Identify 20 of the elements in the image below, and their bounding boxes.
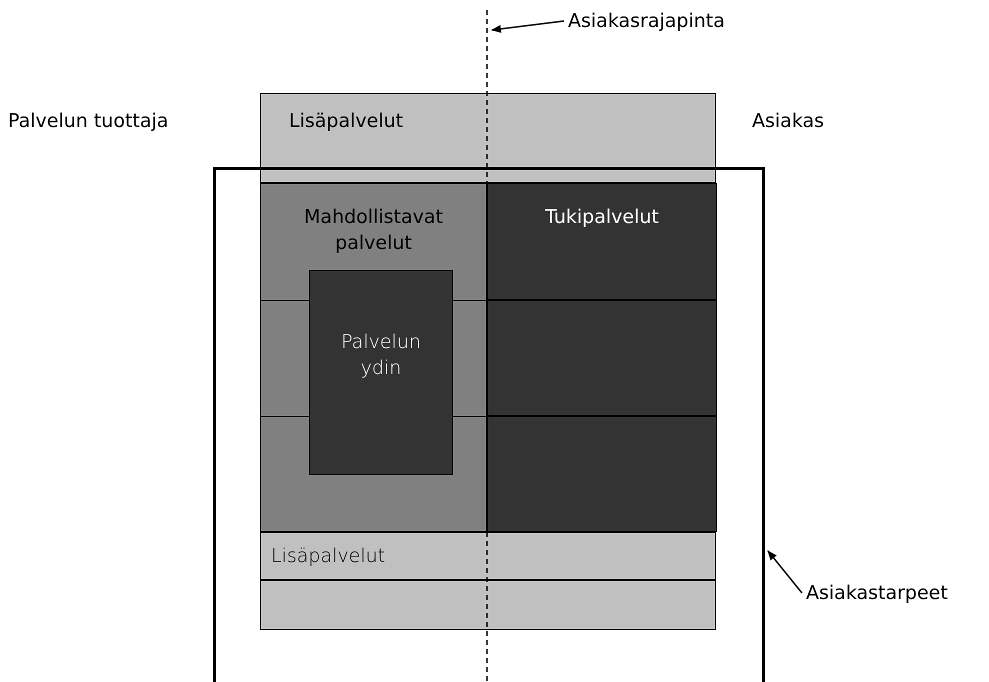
leader-arrow (491, 20, 564, 33)
service-cell (487, 183, 717, 300)
service-band (260, 93, 716, 183)
core-title: Palvelun ydin (340, 330, 422, 381)
needs-label: Asiakastarpeet (806, 581, 948, 606)
service-band (260, 532, 716, 580)
cell-title: Tukipalvelut (544, 205, 660, 230)
interface-label: Asiakasrajapinta (568, 9, 725, 34)
needs-frame (213, 167, 765, 682)
side-label: Asiakas (752, 109, 824, 134)
band-title: Lisäpalvelut (271, 544, 386, 569)
band-title: Lisäpalvelut (289, 109, 404, 134)
service-cell (487, 416, 717, 532)
leader-arrow (767, 550, 803, 594)
core-box (309, 270, 453, 475)
service-column (260, 183, 487, 532)
side-label: Palvelun tuottaja (8, 109, 168, 134)
service-band (260, 580, 716, 630)
service-cell (487, 300, 717, 416)
cell-title: Mahdollistavat palvelut (303, 205, 444, 256)
